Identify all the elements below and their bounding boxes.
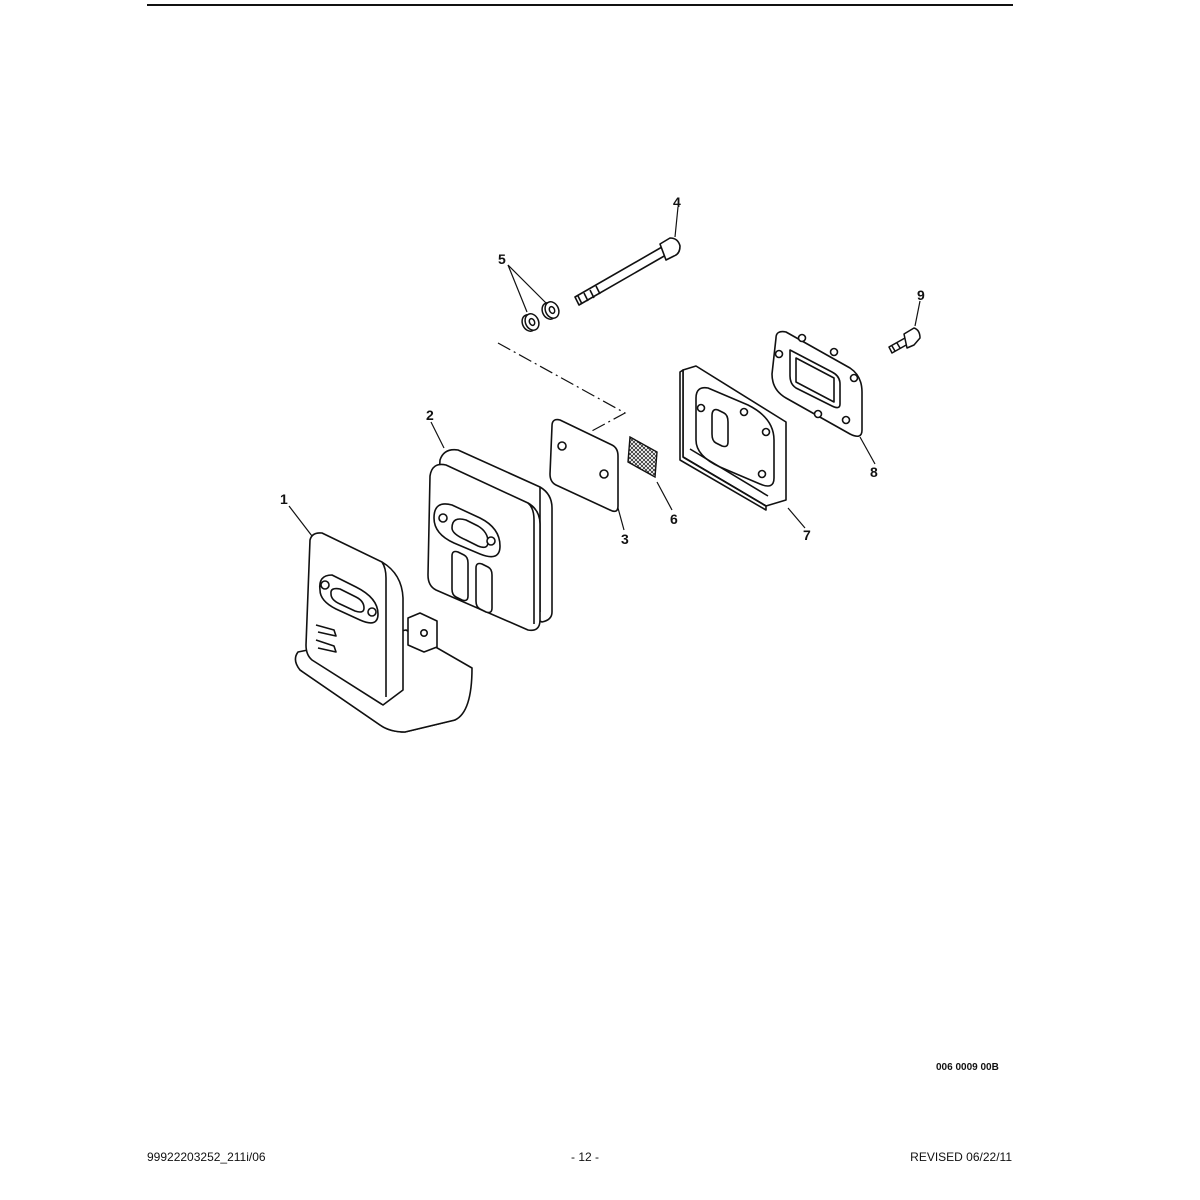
callout-1: 1	[280, 491, 288, 507]
part-7-cover	[679, 365, 787, 511]
alignment-line	[497, 342, 627, 433]
footer-page-number: - 12 -	[571, 1150, 600, 1164]
part-3-baffle-plate	[549, 418, 619, 513]
callout-3: 3	[621, 531, 629, 547]
leader-lines	[288, 206, 921, 537]
callout-8: 8	[870, 464, 878, 480]
footer-revised-date: REVISED 06/22/11	[910, 1150, 1012, 1164]
part-2-muffler-body	[427, 448, 553, 632]
callout-4: 4	[673, 194, 681, 210]
header-rule	[147, 4, 1013, 6]
callout-6: 6	[670, 511, 678, 527]
part-6-spark-screen	[627, 435, 658, 479]
callout-2: 2	[426, 407, 434, 423]
part-5-washers	[521, 301, 560, 332]
part-4-bolt	[574, 237, 681, 306]
drawing-code: 006 0009 00B	[936, 1062, 999, 1073]
part-1-heat-shield	[294, 532, 473, 733]
part-8-gasket	[771, 330, 863, 438]
callout-9: 9	[917, 287, 925, 303]
footer-doc-number: 99922203252_211i/06	[147, 1150, 266, 1164]
callout-7: 7	[803, 527, 811, 543]
part-9-screw	[888, 327, 921, 354]
callout-5: 5	[498, 251, 506, 267]
